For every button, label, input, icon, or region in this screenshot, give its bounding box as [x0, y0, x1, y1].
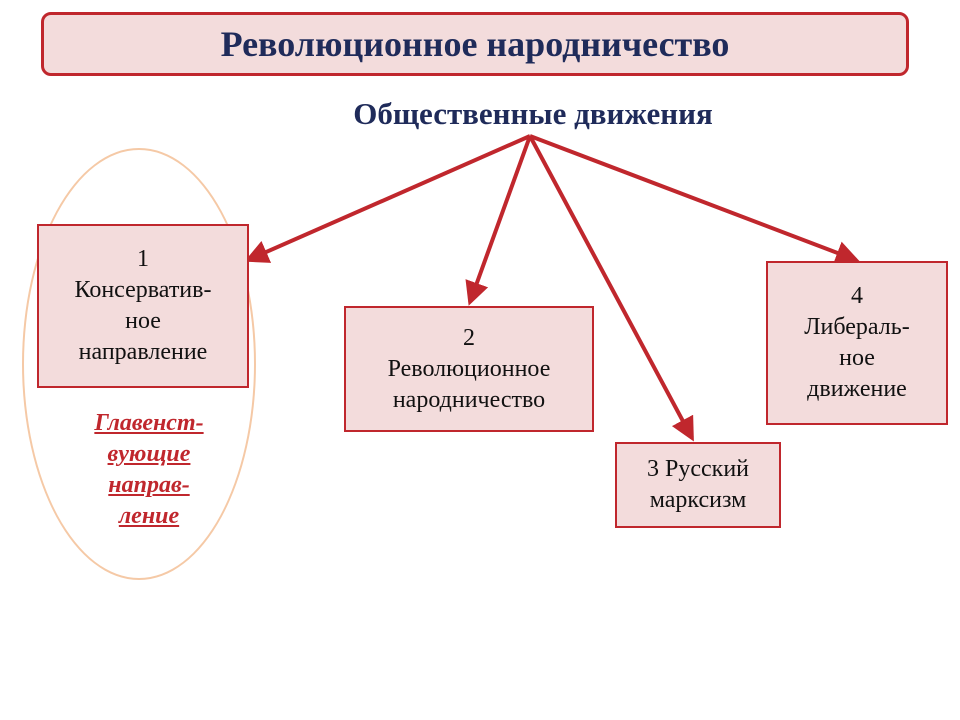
node-russian-marxism: 3 Русский марксизм	[615, 442, 781, 528]
dominant-direction-note: Главенст- вующие направ- ление	[62, 408, 236, 532]
page-title: Революционное народничество	[220, 24, 730, 64]
node-label-line: народничество	[392, 386, 546, 413]
dominant-direction-oval	[22, 148, 256, 580]
arrow-to-revolutionary	[465, 135, 532, 306]
node-number: 2	[463, 324, 475, 351]
node-label-line: движение	[807, 376, 907, 402]
note-line: Главенст-	[94, 410, 204, 436]
node-number: 4	[851, 283, 863, 309]
node-revolutionary-populism: 2 Революционное народничество	[344, 306, 594, 432]
node-label-line: ное	[839, 345, 875, 371]
note-line: направ-	[108, 472, 190, 498]
title-box: Революционное народничество	[41, 12, 909, 76]
node-label-line: 3 Русский	[647, 456, 749, 482]
node-number: 1	[137, 246, 149, 272]
node-liberal-movement: 4 Либераль- ное движение	[766, 261, 948, 425]
node-label-line: Либераль-	[804, 314, 910, 340]
diagram-root-label: Общественные движения	[353, 96, 713, 131]
node-conservative-direction: 1 Консерватив- ное направление	[37, 224, 249, 388]
note-line: вующие	[107, 441, 191, 467]
note-line: ление	[118, 503, 180, 529]
node-label-line: Консерватив-	[74, 277, 212, 303]
arrow-to-liberal	[529, 134, 860, 265]
node-label-line: направление	[78, 339, 208, 365]
arrow-to-conservative	[244, 134, 531, 263]
node-label-line: марксизм	[649, 487, 747, 513]
arrow-to-marxism	[528, 135, 694, 442]
node-label-line: Революционное	[387, 355, 551, 382]
node-label-line: ное	[125, 308, 161, 334]
